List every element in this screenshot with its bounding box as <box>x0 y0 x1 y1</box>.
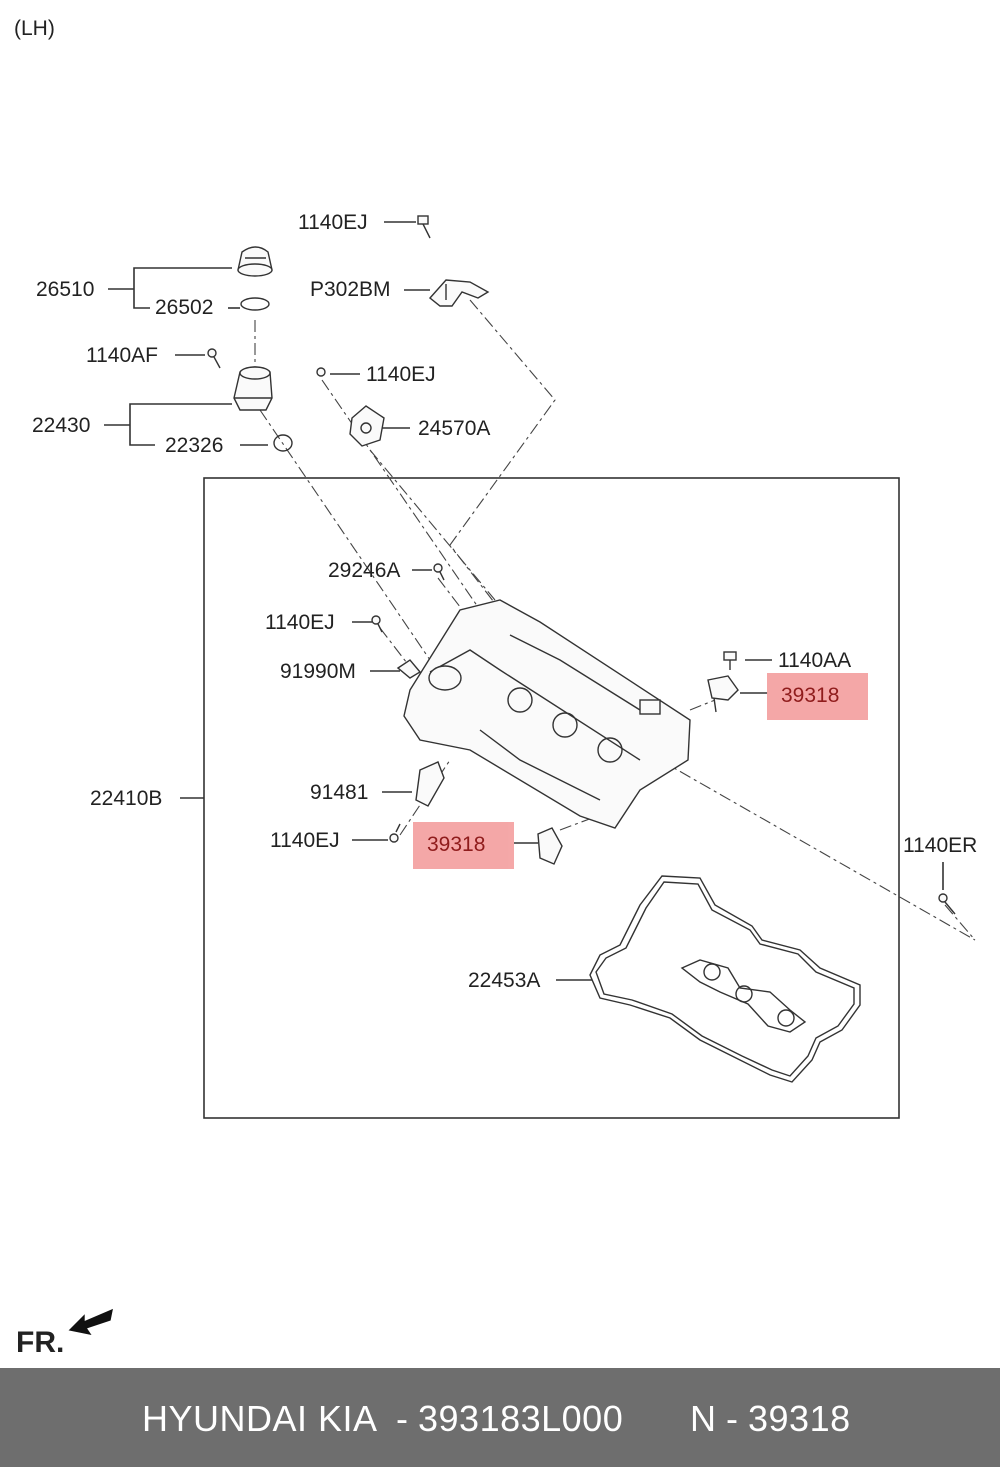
bolt-1140er-icon <box>938 893 956 915</box>
footer-n-label: N <box>690 1398 717 1439</box>
front-label: FR. <box>16 1326 65 1359</box>
plate-24570a-icon <box>349 405 385 447</box>
footer-separator-2: - <box>726 1398 739 1439</box>
rocker-cover-icon <box>403 599 691 829</box>
bolt-top-icon <box>417 215 431 239</box>
sensor-left-icon <box>537 827 563 865</box>
label-clip: 91990M <box>280 660 356 683</box>
bolt-bottom-icon <box>389 823 401 843</box>
label-housing-assy: 22430 <box>32 414 91 437</box>
label-bolt-1140aa: 1140AA <box>778 649 852 672</box>
cap-seal-icon <box>240 297 270 311</box>
label-bolt-top: 1140EJ <box>298 211 368 234</box>
oil-filler-cap-icon <box>237 246 273 277</box>
side-label: (LH) <box>14 17 55 40</box>
label-bolt-mid: 1140EJ <box>366 363 436 386</box>
label-bolt-1140af: 1140AF <box>86 344 158 367</box>
bracket-91481-icon <box>415 761 445 807</box>
label-cover: 22410B <box>90 787 163 810</box>
footer-n-number: 39318 <box>748 1398 851 1439</box>
label-bracket-91481: 91481 <box>310 781 369 804</box>
label-sensor-right: 39318 <box>781 684 840 707</box>
label-bracket-p302bm: P302BM <box>310 278 391 301</box>
highlight-sensor-left[interactable]: 39318 <box>413 822 514 869</box>
footer-bar: HYUNDAI KIA - 393183L000 N - 39318 <box>0 1368 1000 1467</box>
stud-29246a-icon <box>433 563 445 581</box>
label-bolt-left: 1140EJ <box>265 611 335 634</box>
sensor-right-icon <box>707 675 739 713</box>
oring-icon <box>273 434 293 452</box>
bolt-mid-icon <box>316 367 326 377</box>
footer-brand: HYUNDAI KIA <box>142 1398 378 1439</box>
bolt-1140aa-icon <box>723 651 737 670</box>
label-cap-assy: 26510 <box>36 278 95 301</box>
gasket-icon <box>589 875 861 1083</box>
label-bolt-1140er: 1140ER <box>903 834 978 857</box>
label-oring: 22326 <box>165 434 224 457</box>
label-cap-seal: 26502 <box>155 296 214 319</box>
front-arrow-icon <box>68 1308 113 1336</box>
label-sensor-left: 39318 <box>427 833 486 856</box>
bracket-p302bm-icon <box>428 279 490 307</box>
label-bolt-bottom: 1140EJ <box>270 829 340 852</box>
highlight-sensor-right[interactable]: 39318 <box>767 673 868 720</box>
filler-housing-icon <box>233 366 273 411</box>
bolt-left-icon <box>371 615 383 633</box>
clip-91990m-icon <box>396 659 422 679</box>
label-stud: 29246A <box>328 559 401 582</box>
footer-separator-1: - <box>396 1398 409 1439</box>
label-plate: 24570A <box>418 417 491 440</box>
label-gasket: 22453A <box>468 969 541 992</box>
parts-diagram <box>68 215 976 1336</box>
bolt-1140af-icon <box>207 348 221 369</box>
footer-part-number: 393183L000 <box>418 1398 624 1439</box>
